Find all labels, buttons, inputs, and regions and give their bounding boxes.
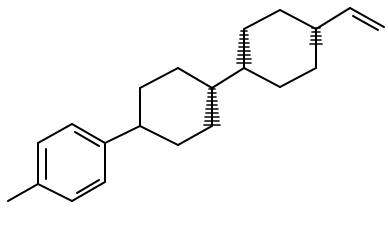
ring1-bond-5 <box>139 67 179 89</box>
cyclohexane-ring-2 <box>243 9 317 88</box>
methyl-group <box>7 183 39 202</box>
benzene-bond-4 <box>71 123 106 144</box>
bicyclohexyl-bond <box>211 67 245 89</box>
benzene-bond-5 <box>37 123 73 144</box>
vinyl-double-bond-inner <box>352 15 379 31</box>
structure-diagram <box>7 7 385 202</box>
aryl-cyclohexyl-bond <box>104 125 141 144</box>
cyclohexane-ring-1 <box>139 67 213 146</box>
ring1-bond-1 <box>139 125 179 146</box>
vinyl-group <box>315 7 385 31</box>
vinyl-single-bond <box>315 7 351 30</box>
benzene-ring <box>37 123 106 202</box>
ring2-bond-5 <box>243 9 281 30</box>
benzene-bond-2 <box>71 181 106 202</box>
hashed-wedge-bond-2 <box>236 30 252 64</box>
ring2-bond-2 <box>279 67 317 88</box>
ring2-bond-1 <box>243 67 281 88</box>
benzene-double-bond-b <box>76 179 100 194</box>
benzene-double-bond-c <box>74 131 100 147</box>
benzene-bond-1 <box>37 183 73 202</box>
ring2-bond-4 <box>279 9 317 30</box>
ring1-bond-4 <box>177 67 213 89</box>
methyl-bond <box>7 183 39 202</box>
vinyl-double-bond-outer <box>349 7 385 28</box>
ring1-bond-2 <box>177 125 213 146</box>
hashed-wedge-bond-1 <box>203 88 221 126</box>
